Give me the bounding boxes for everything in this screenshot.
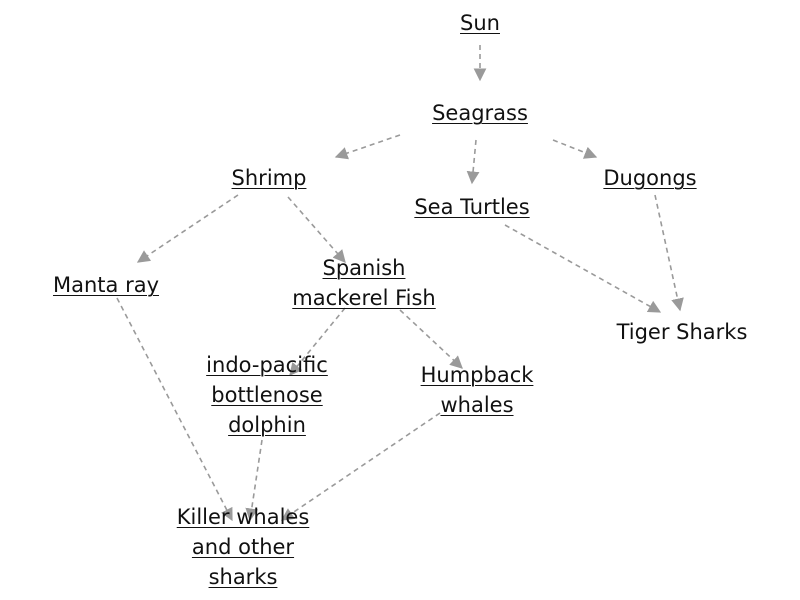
node-humpback-whales-label: whales: [440, 393, 514, 417]
arrow-manta-ray-to-killer-whales: [116, 297, 233, 522]
node-tiger-sharks: Tiger Sharks: [617, 317, 748, 347]
node-seagrass-label: Seagrass: [432, 101, 528, 125]
arrow-seagrass-to-dugongs: [552, 139, 598, 159]
node-dugongs: Dugongs: [603, 163, 696, 193]
arrow-shrimp-to-manta-ray: [136, 194, 239, 263]
node-manta-ray: Manta ray: [53, 270, 159, 300]
node-spanish-mackerel-label: mackerel Fish: [292, 286, 436, 310]
node-seagrass: Seagrass: [432, 98, 528, 128]
node-killer-whales-label: and other: [191, 535, 295, 559]
node-sun-label: Sun: [460, 11, 500, 35]
node-shrimp-label: Shrimp: [231, 166, 307, 190]
node-sea-turtles-label: Sea Turtles: [414, 195, 530, 219]
arrow-dolphin-to-killer-whales: [245, 439, 263, 522]
arrow-sea-turtles-to-tiger-sharks: [504, 224, 662, 313]
node-dolphin-label: indo-pacific: [206, 353, 328, 377]
node-humpback-whales-label: Humpback: [420, 363, 534, 387]
arrow-humpback-whales-to-killer-whales: [280, 412, 441, 521]
node-dolphin-label: bottlenose: [211, 383, 323, 407]
node-spanish-mackerel-label: Spanish: [322, 256, 406, 280]
node-sea-turtles: Sea Turtles: [414, 192, 529, 222]
node-shrimp: Shrimp: [232, 163, 307, 193]
node-dugongs-label: Dugongs: [603, 166, 697, 190]
node-sun: Sun: [460, 8, 500, 38]
arrow-seagrass-to-shrimp: [334, 134, 401, 160]
arrow-dugongs-to-tiger-sharks: [654, 194, 684, 312]
node-tiger-sharks-label: Tiger Sharks: [616, 320, 748, 344]
node-manta-ray-label: Manta ray: [52, 273, 160, 297]
node-spanish-mackerel: Spanish mackerel Fish: [292, 253, 435, 313]
node-humpback-whales: Humpback whales: [421, 360, 534, 420]
arrows-group: [116, 45, 684, 522]
node-dolphin-label: dolphin: [228, 413, 306, 437]
arrow-spanish-mackerel-to-dolphin: [289, 307, 346, 376]
node-killer-whales: Killer whales and other sharks: [177, 502, 310, 592]
arrow-seagrass-to-sea-turtles: [466, 139, 480, 185]
arrow-shrimp-to-spanish-mackerel: [287, 196, 346, 263]
node-killer-whales-label: Killer whales: [176, 505, 310, 529]
node-dolphin: indo-pacific bottlenose dolphin: [206, 350, 328, 440]
node-killer-whales-label: sharks: [208, 565, 278, 589]
